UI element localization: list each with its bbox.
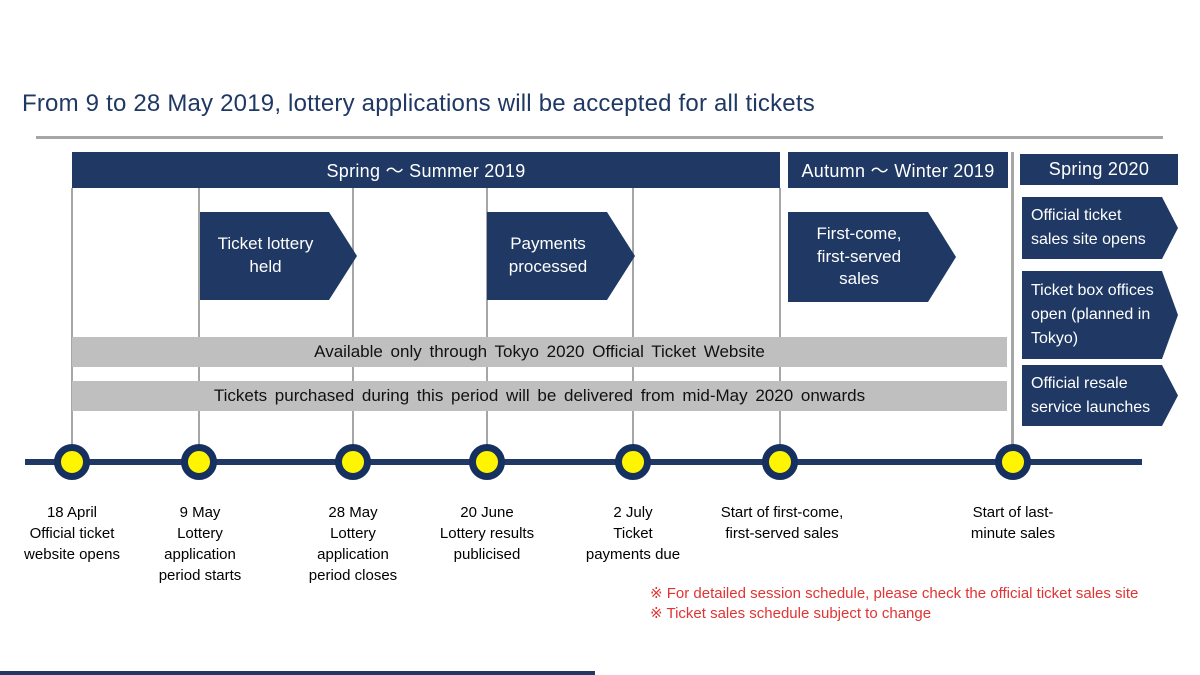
title-rule bbox=[36, 136, 1163, 139]
milestone-dot-28-may bbox=[335, 444, 371, 480]
milestone-label-first-come: Start of first-come, first-served sales bbox=[720, 504, 844, 542]
banner-official-ticket-website: Available only through Tokyo 2020 Offici… bbox=[72, 337, 1007, 367]
timeline-line bbox=[25, 459, 1142, 465]
period-bar-autumn-winter-2019: Autumn ～ Winter 2019 bbox=[788, 152, 1008, 188]
arrow-ticket-lottery-held: Ticket lottery held bbox=[200, 212, 357, 300]
milestone-label-28-may: 28 May Lottery application period closes bbox=[308, 504, 398, 584]
milestone-label-20-june: 20 June Lottery results publicised bbox=[439, 504, 535, 563]
milestone-label-last-minute: Start of last- minute sales bbox=[970, 504, 1056, 542]
milestone-dot-20-june bbox=[469, 444, 505, 480]
slide-title: From 9 to 28 May 2019, lottery applicati… bbox=[22, 90, 815, 117]
footnotes: ※ For detailed session schedule, please … bbox=[650, 584, 1138, 624]
arrow-first-come-first-served: First-come, first-served sales bbox=[788, 212, 956, 302]
gridline-28-may bbox=[352, 188, 354, 478]
milestone-dot-first-come bbox=[762, 444, 798, 480]
milestone-dot-last-minute bbox=[995, 444, 1031, 480]
arrow-official-resale-service-launches: Official resale service launches bbox=[1022, 365, 1178, 426]
banner-ticket-delivery: Tickets purchased during this period wil… bbox=[72, 381, 1007, 411]
spring-2020-divider bbox=[1011, 152, 1014, 478]
milestone-dot-9-may bbox=[181, 444, 217, 480]
gridline-18-april bbox=[71, 188, 73, 478]
milestone-label-2-july: 2 July Ticket payments due bbox=[585, 504, 681, 563]
gridline-2-july bbox=[632, 188, 634, 478]
footer-accent-bar bbox=[0, 671, 595, 675]
milestone-dot-2-july bbox=[615, 444, 651, 480]
period-bar-spring-summer-2019: Spring ～ Summer 2019 bbox=[72, 152, 780, 188]
milestone-label-18-april: 18 April Official ticket website opens bbox=[24, 504, 120, 563]
milestone-label-9-may: 9 May Lottery application period starts bbox=[158, 504, 242, 584]
period-bar-spring-2020: Spring 2020 bbox=[1020, 154, 1178, 185]
footnote-schedule-change: ※ Ticket sales schedule subject to chang… bbox=[650, 605, 932, 622]
milestone-dot-18-april bbox=[54, 444, 90, 480]
arrow-official-ticket-sales-site-opens: Official ticket sales site opens bbox=[1022, 197, 1178, 259]
footnote-session-schedule: ※ For detailed session schedule, please … bbox=[650, 585, 1139, 602]
arrow-ticket-box-offices-open: Ticket box offices open (planned in Toky… bbox=[1022, 271, 1178, 359]
gridline-20-june bbox=[486, 188, 488, 478]
gridline-first-come bbox=[779, 188, 781, 478]
arrow-payments-processed: Payments processed bbox=[487, 212, 635, 300]
gridline-9-may bbox=[198, 188, 200, 478]
